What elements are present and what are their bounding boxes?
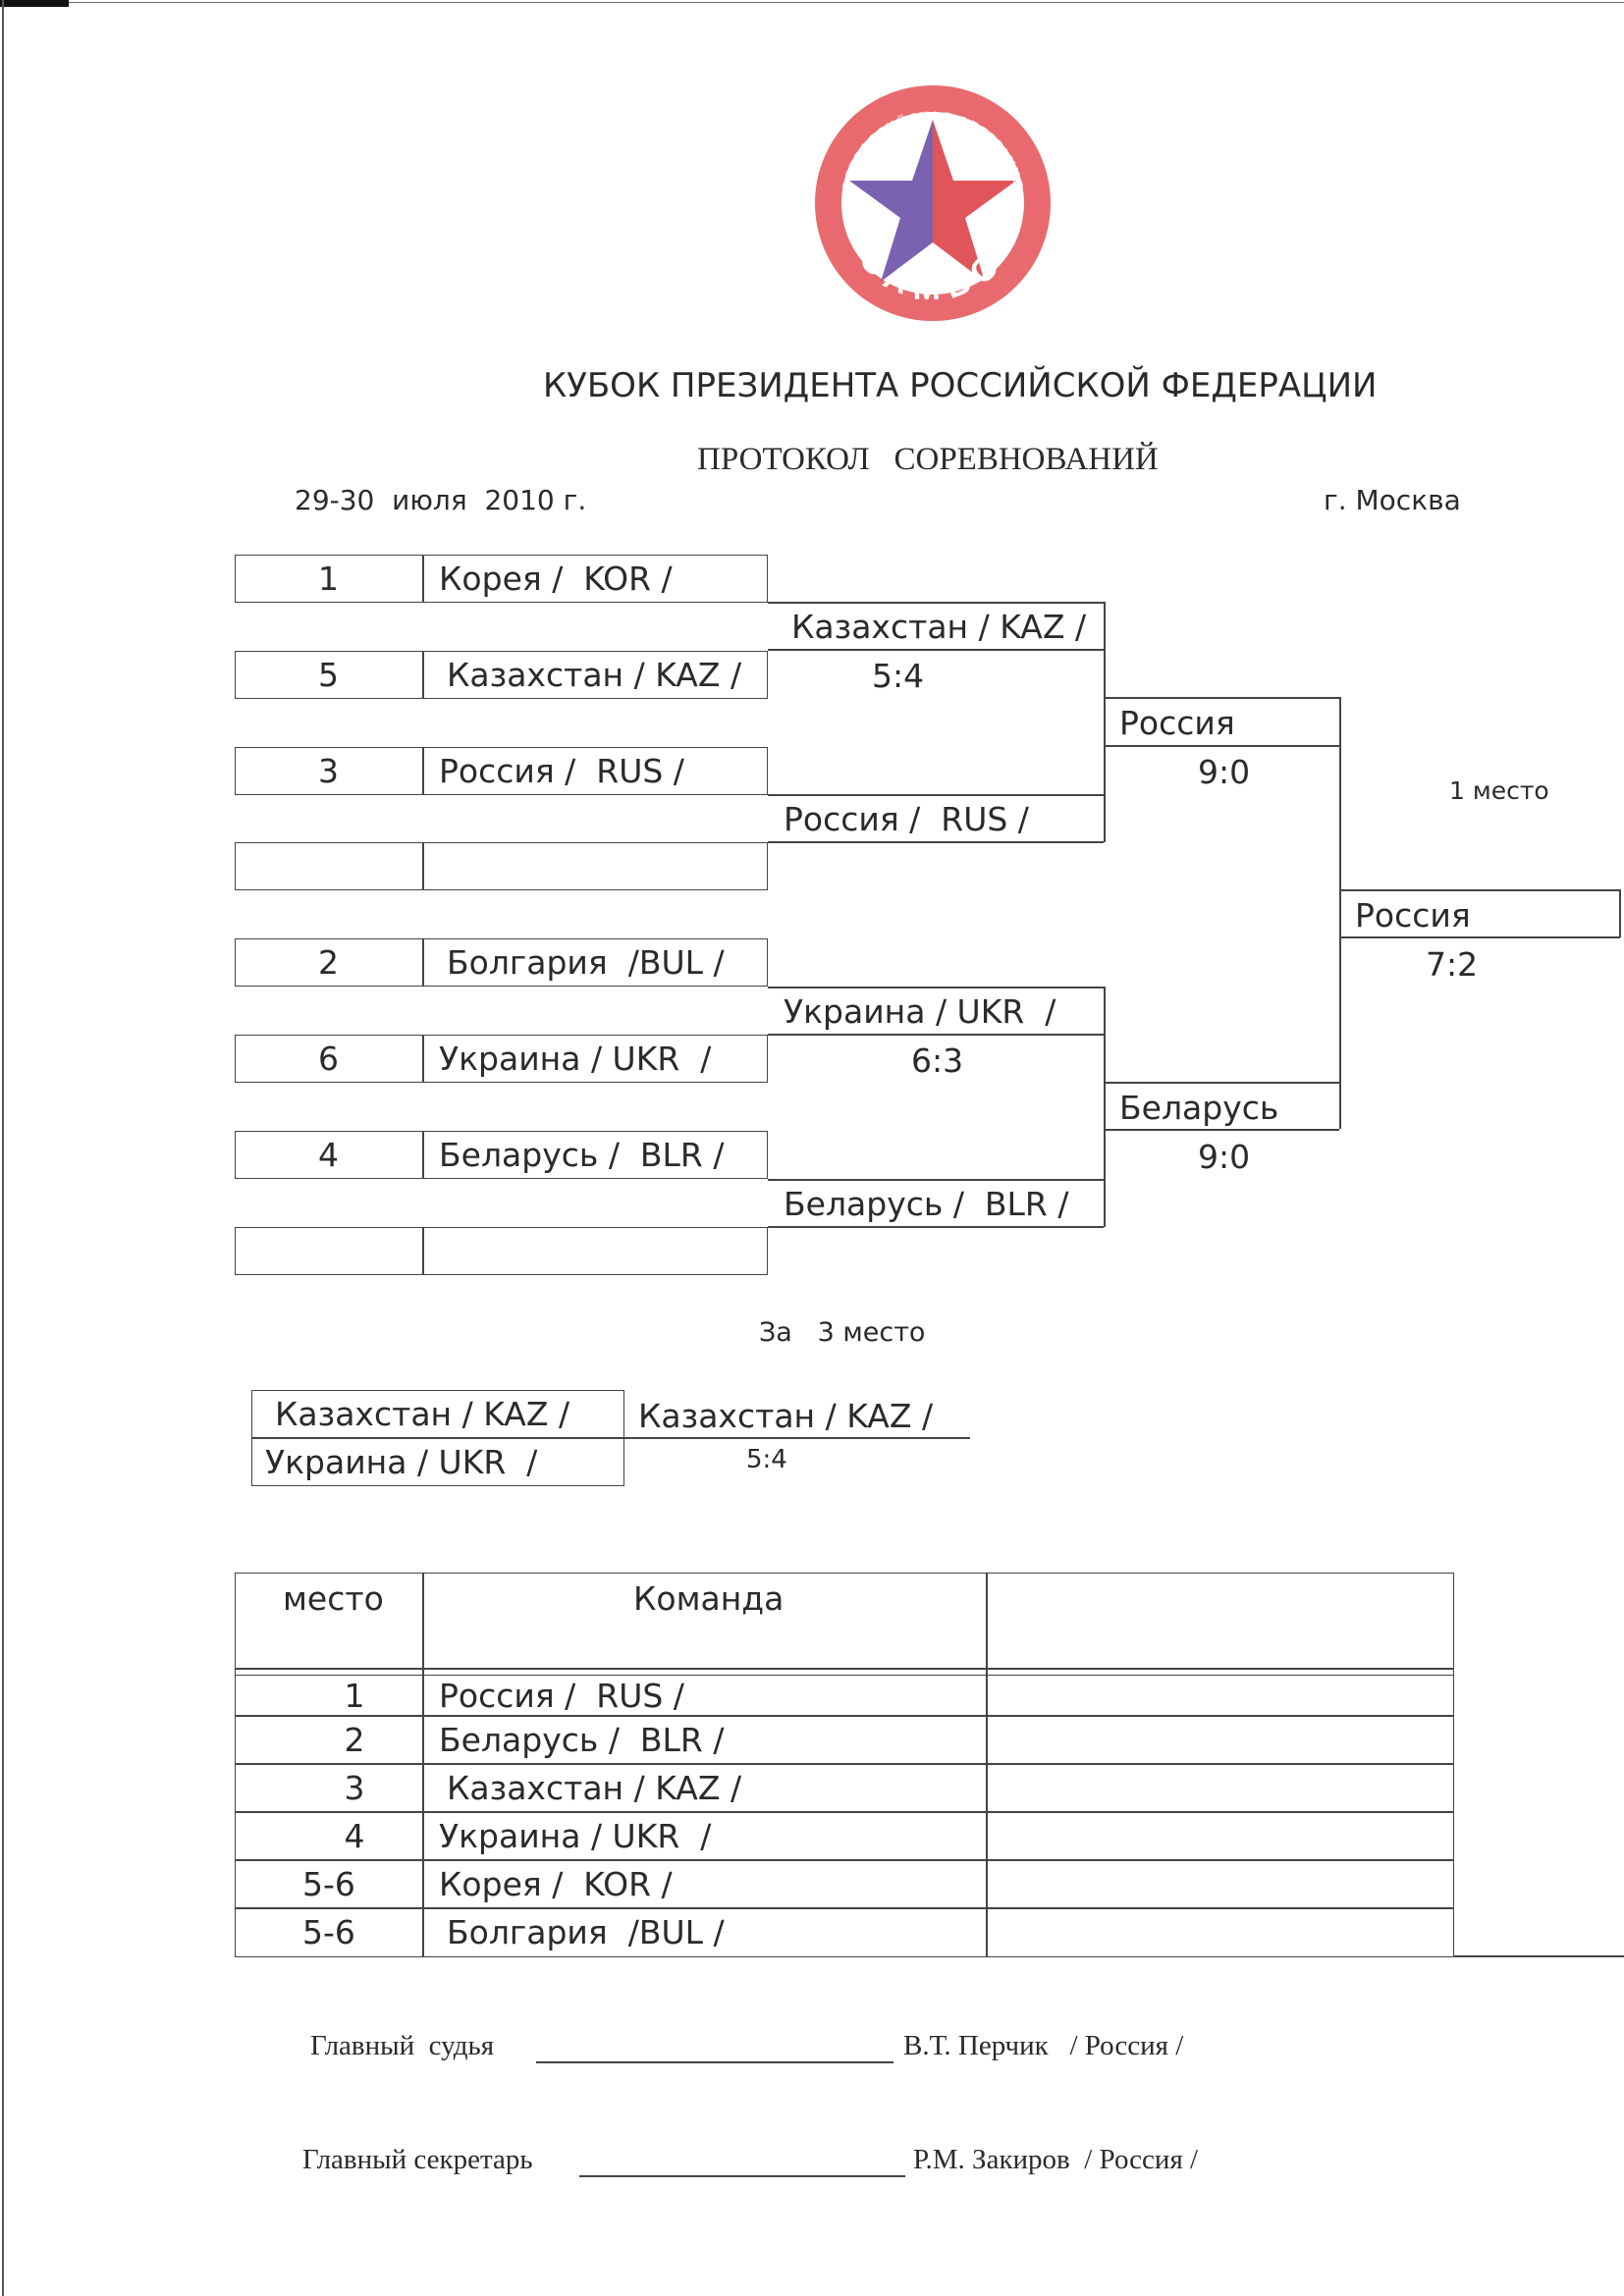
sambo-federation-logo: ВСЕРОССИЙСКАЯ ФЕДЕРАЦИЯ САМБО xyxy=(815,85,1051,321)
seed-number: 6 xyxy=(318,1040,339,1078)
round2-score: 5:4 xyxy=(872,657,925,695)
round2-winner: Украина / UKR / xyxy=(784,992,1056,1031)
third-place-team: Украина / UKR / xyxy=(265,1443,538,1481)
column-header-place: место xyxy=(283,1579,384,1618)
third-place-label: За 3 место xyxy=(759,1317,926,1348)
team-name: Болгария /BUL / xyxy=(447,943,725,982)
team-name: Казахстан / KAZ / xyxy=(447,656,742,694)
seed-number: 2 xyxy=(318,943,339,982)
document-title: КУБОК ПРЕЗИДЕНТА РОССИЙСКОЙ ФЕДЕРАЦИИ xyxy=(543,366,1378,405)
standing-team: Болгария /BUL / xyxy=(447,1912,725,1951)
standing-team: Украина / UKR / xyxy=(439,1816,712,1855)
final-winner: Россия xyxy=(1355,896,1471,934)
round2-score: 6:3 xyxy=(911,1041,964,1080)
event-city: г. Москва xyxy=(1324,484,1461,516)
semifinal-score: 9:0 xyxy=(1198,1138,1251,1176)
standing-place: 2 xyxy=(344,1720,365,1759)
final-label: 1 место xyxy=(1449,776,1549,805)
chief-judge-signature-line xyxy=(536,2061,893,2063)
scan-edge-top xyxy=(0,0,69,7)
round2-winner: Беларусь / BLR / xyxy=(784,1185,1069,1223)
standing-team: Беларусь / BLR / xyxy=(439,1720,725,1759)
third-place-score: 5:4 xyxy=(746,1445,787,1474)
standing-place: 3 xyxy=(344,1768,365,1807)
semifinal-score: 9:0 xyxy=(1198,753,1251,791)
seed-number: 4 xyxy=(318,1136,339,1174)
document-subtitle: ПРОТОКОЛ СОРЕВНОВАНИЙ xyxy=(697,442,1159,477)
seed-number: 3 xyxy=(318,752,339,790)
standing-place: 1 xyxy=(344,1676,365,1715)
final-score: 7:2 xyxy=(1426,945,1479,984)
third-place-winner: Казахстан / KAZ / xyxy=(638,1397,934,1435)
standing-place: 4 xyxy=(344,1816,365,1855)
team-name: Россия / RUS / xyxy=(439,752,684,790)
standing-team: Казахстан / KAZ / xyxy=(447,1768,742,1807)
column-header-team: Команда xyxy=(633,1579,785,1618)
round2-winner: Россия / RUS / xyxy=(784,800,1029,838)
chief-judge-label: Главный судья xyxy=(310,2030,495,2061)
bracket-entry xyxy=(235,555,768,603)
scan-edge-top-line xyxy=(69,2,1624,3)
third-place-team: Казахстан / KAZ / xyxy=(275,1395,570,1433)
chief-judge-name: В.Т. Перчик / Россия / xyxy=(903,2030,1184,2061)
round2-winner: Казахстан / KAZ / xyxy=(791,608,1087,646)
seed-number: 1 xyxy=(318,560,339,598)
team-name: Украина / UKR / xyxy=(439,1040,712,1078)
standing-place: 5-6 xyxy=(302,1912,355,1951)
semifinal-winner: Россия xyxy=(1119,704,1235,742)
chief-secretary-name: Р.М. Закиров / Россия / xyxy=(913,2144,1199,2175)
seed-number: 5 xyxy=(318,656,339,694)
standing-team: Россия / RUS / xyxy=(439,1676,684,1715)
semifinal-winner: Беларусь xyxy=(1119,1089,1279,1127)
scan-edge-left xyxy=(2,0,4,2296)
standing-team: Корея / KOR / xyxy=(439,1864,673,1903)
chief-secretary-label: Главный секретарь xyxy=(302,2144,533,2175)
chief-secretary-signature-line xyxy=(579,2175,905,2177)
team-name: Беларусь / BLR / xyxy=(439,1136,725,1174)
event-date: 29-30 июля 2010 г. xyxy=(295,484,587,516)
team-name: Корея / KOR / xyxy=(439,560,673,598)
standing-place: 5-6 xyxy=(302,1864,355,1903)
